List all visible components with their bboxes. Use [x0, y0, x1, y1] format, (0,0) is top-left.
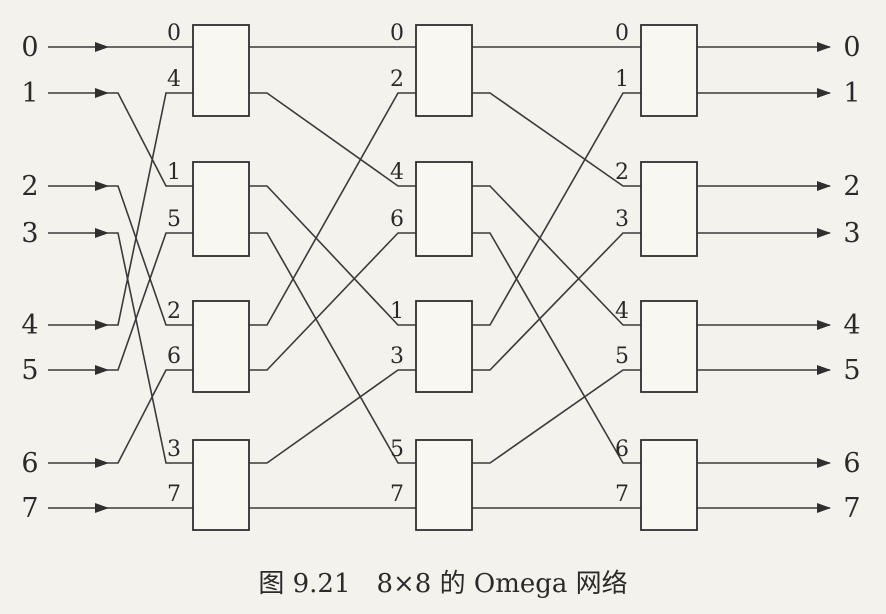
- switch-s2-2: [415, 161, 473, 257]
- input-label-7: 7: [21, 493, 38, 524]
- shuffle-wire-s1-4: [249, 92, 416, 326]
- port-label-s2-0: 0: [390, 21, 404, 46]
- switch-s2-4: [415, 439, 473, 531]
- figure-caption: 图 9.21 8×8 的 Omega 网络: [258, 569, 627, 599]
- port-label-s1-2: 1: [167, 160, 181, 185]
- output-label-6: 6: [843, 448, 860, 479]
- input-label-4: 4: [21, 310, 38, 341]
- shuffle-wire-s1-5: [249, 232, 416, 371]
- input-label-3: 3: [21, 218, 38, 249]
- switch-s3-3: [640, 300, 698, 393]
- port-label-s1-7: 7: [167, 482, 181, 507]
- port-label-s2-5: 3: [390, 344, 404, 369]
- output-label-4: 4: [843, 310, 860, 341]
- port-label-s3-2: 2: [615, 160, 629, 185]
- shuffle-wire-s1-3: [249, 232, 416, 464]
- output-label-7: 7: [843, 493, 860, 524]
- shuffle-wire-s2-6: [472, 369, 641, 464]
- switch-s2-3: [415, 300, 473, 393]
- port-label-s2-3: 6: [390, 207, 404, 232]
- switch-s1-1: [192, 24, 250, 117]
- shuffle-wire-s1-1: [249, 92, 416, 187]
- switch-s2-1: [415, 24, 473, 117]
- port-label-s3-0: 0: [615, 21, 629, 46]
- wires-layer: [48, 42, 831, 513]
- port-label-s1-6: 3: [167, 437, 181, 462]
- labels-layer: 0 1 2 3 4 5 6 7 0 1 2 3 4 5 6 7 0 4 1 5 2 6 3 7 0 2 4 6 1 3 5 7 0 1 2 3 4 5 6 7: [21, 21, 860, 524]
- port-label-s2-7: 7: [390, 482, 404, 507]
- input-label-5: 5: [21, 355, 38, 386]
- shuffle-wire-s2-3: [472, 232, 641, 464]
- shuffle-wire-s2-4: [472, 92, 641, 326]
- port-label-s3-4: 4: [615, 299, 629, 324]
- shuffle-wire-in-5: [108, 232, 193, 371]
- port-label-s1-3: 5: [167, 207, 181, 232]
- port-label-s3-5: 5: [615, 344, 629, 369]
- port-label-s3-7: 7: [615, 482, 629, 507]
- shuffle-wire-s2-2: [472, 185, 641, 326]
- output-label-3: 3: [843, 218, 860, 249]
- port-label-s3-1: 1: [615, 67, 629, 92]
- shuffle-wire-in-6: [108, 369, 193, 464]
- port-label-s1-1: 4: [167, 67, 181, 92]
- shuffle-wire-in-3: [108, 232, 193, 464]
- port-label-s2-2: 4: [390, 160, 404, 185]
- input-label-0: 0: [21, 32, 38, 63]
- switch-s3-2: [640, 161, 698, 257]
- shuffle-wire-in-2: [108, 185, 193, 326]
- switch-s1-3: [192, 300, 250, 393]
- port-label-s2-4: 1: [390, 299, 404, 324]
- port-label-s2-1: 2: [390, 67, 404, 92]
- shuffle-wire-s1-6: [249, 369, 416, 464]
- switch-s1-4: [192, 439, 250, 531]
- shuffle-wire-in-4: [108, 92, 193, 326]
- switch-s1-2: [192, 161, 250, 257]
- switch-s3-4: [640, 439, 698, 531]
- switches-layer: [192, 24, 698, 531]
- input-label-2: 2: [21, 171, 38, 202]
- switch-s3-1: [640, 24, 698, 117]
- output-label-0: 0: [843, 32, 860, 63]
- port-label-s1-0: 0: [167, 21, 181, 46]
- output-label-5: 5: [843, 355, 860, 386]
- port-label-s3-6: 6: [615, 437, 629, 462]
- port-label-s1-4: 2: [167, 299, 181, 324]
- port-label-s3-3: 3: [615, 207, 629, 232]
- shuffle-wire-s1-2: [249, 185, 416, 326]
- shuffle-wire-in-1: [108, 92, 193, 187]
- port-label-s1-5: 6: [167, 344, 181, 369]
- input-label-6: 6: [21, 448, 38, 479]
- output-label-1: 1: [843, 78, 860, 109]
- shuffle-wire-s2-5: [472, 232, 641, 371]
- input-label-1: 1: [21, 78, 38, 109]
- shuffle-wire-s2-1: [472, 92, 641, 187]
- output-label-2: 2: [843, 171, 860, 202]
- port-label-s2-6: 5: [390, 437, 404, 462]
